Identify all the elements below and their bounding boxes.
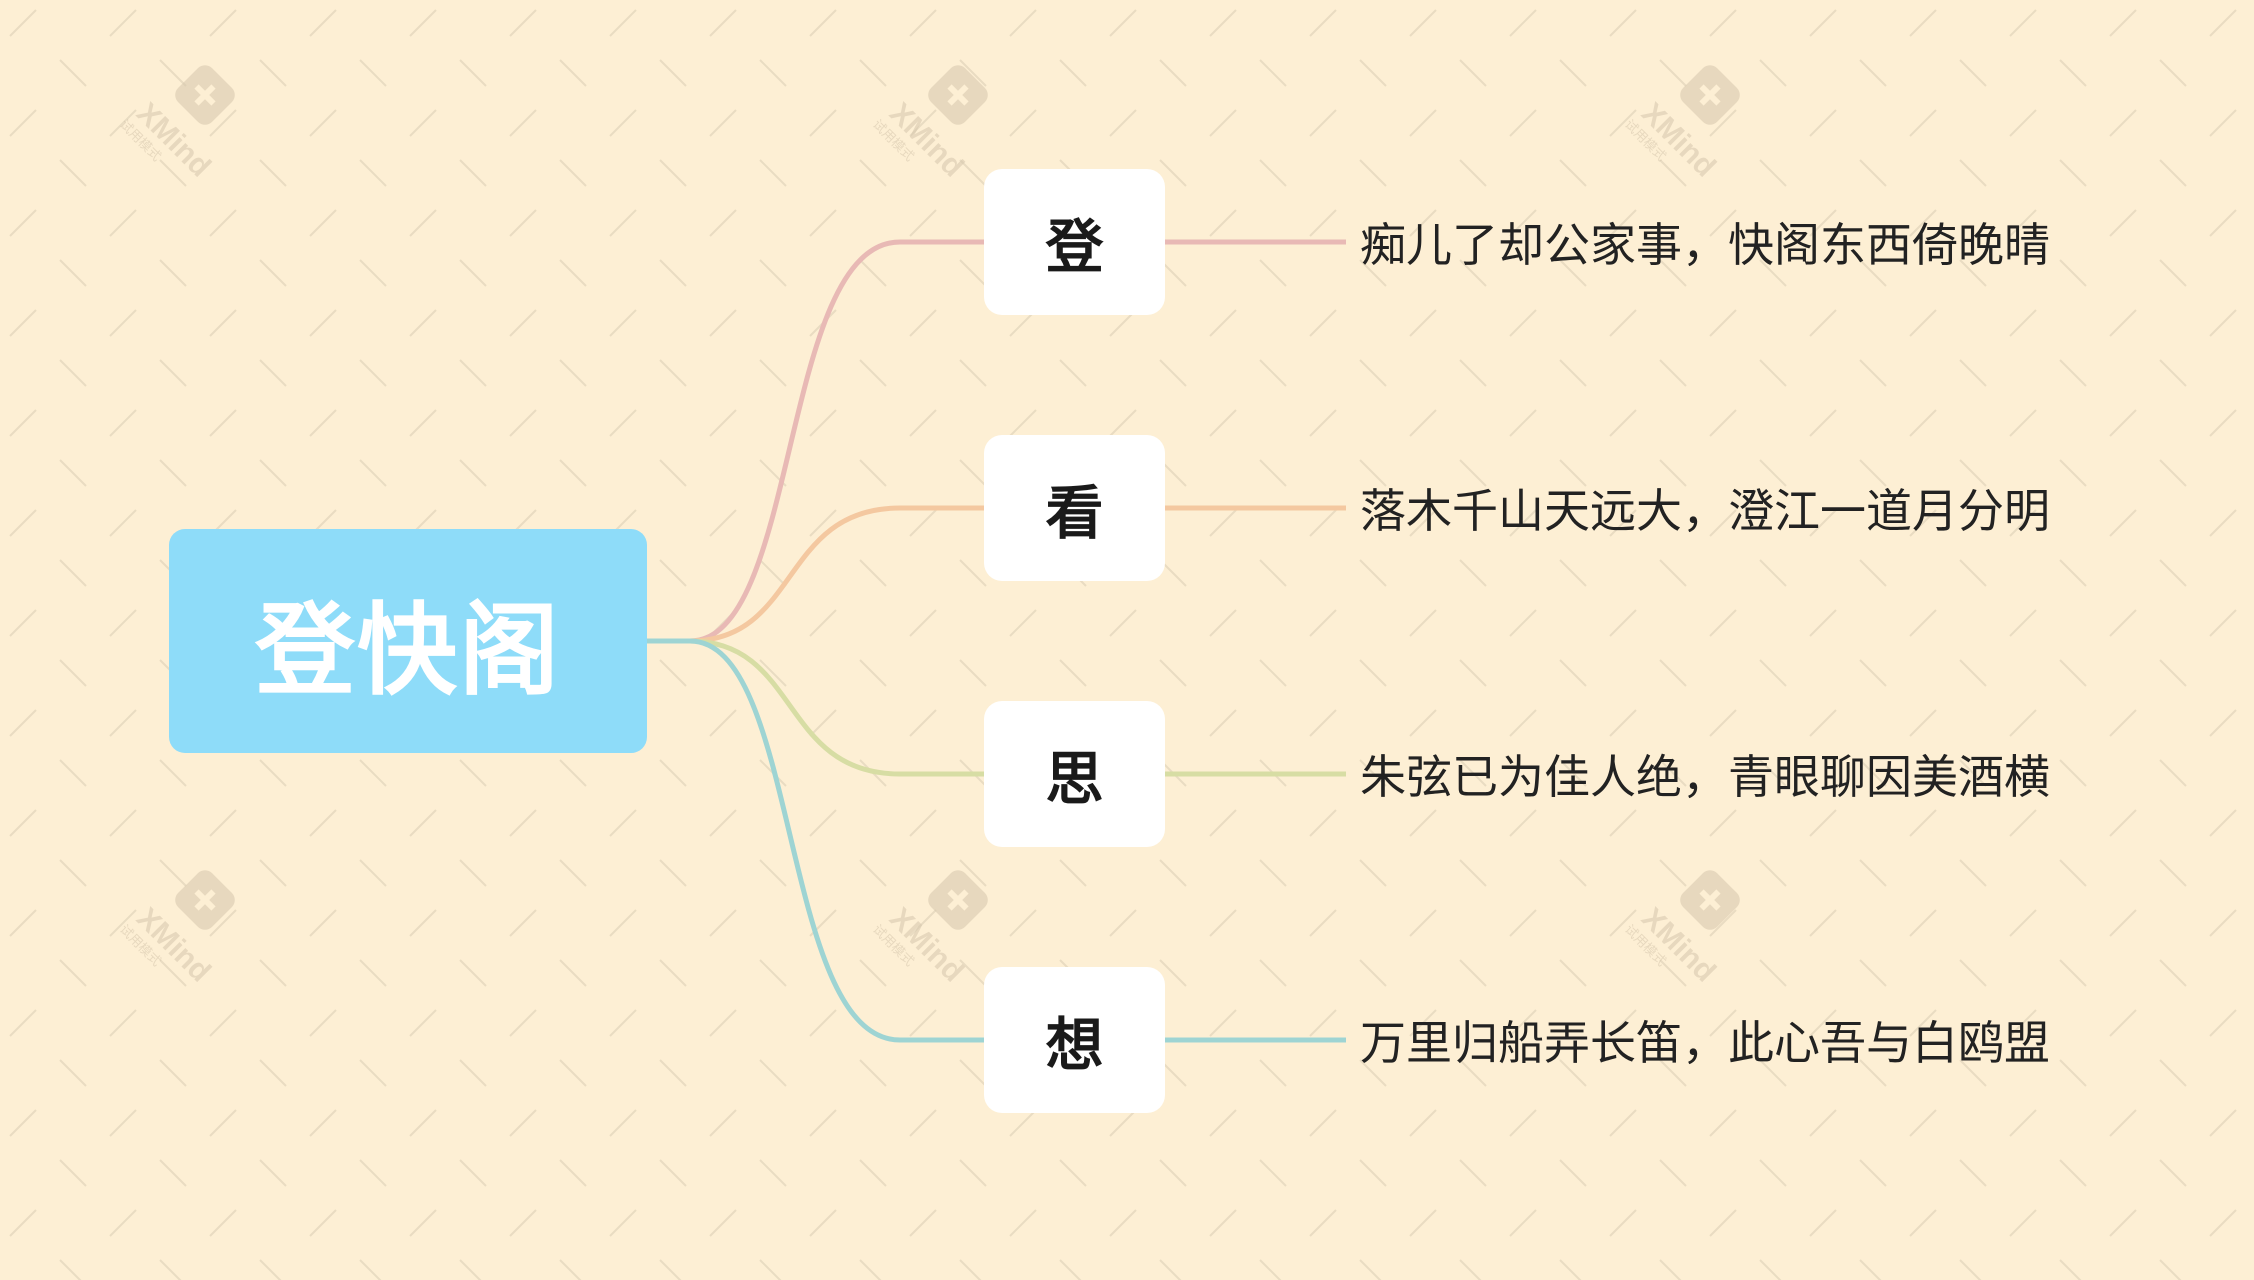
leaf-topic-xiang[interactable]: 万里归船弄长笛，此心吾与白鸥盟 [1360, 1016, 2050, 1070]
xmind-logo-icon [175, 65, 235, 125]
branch-topic-si[interactable]: 思 [984, 701, 1165, 847]
branch-connector-xiang [689, 638, 984, 1043]
leaf-topic-si[interactable]: 朱弦已为佳人绝，青眼聊因美酒横 [1360, 750, 2050, 804]
branch-topic-xiang[interactable]: 想 [984, 967, 1165, 1113]
xmind-logo-icon [1680, 65, 1740, 125]
branch-connector-deng [689, 239, 984, 644]
branch-topic-label: 想 [1045, 1011, 1104, 1079]
branch-topic-label: 登 [1045, 213, 1104, 281]
branch-topic-kan[interactable]: 看 [984, 435, 1165, 581]
branch-connector-kan [689, 505, 984, 644]
xmind-logo-icon [928, 870, 988, 930]
branch-topic-label: 看 [1045, 479, 1104, 547]
leaf-topic-deng[interactable]: 痴儿了却公家事，快阁东西倚晚晴 [1360, 218, 2050, 272]
xmind-logo-icon [175, 870, 235, 930]
branch-connector-si [689, 638, 984, 777]
leaf-topic-kan[interactable]: 落木千山天远大，澄江一道月分明 [1360, 484, 2050, 538]
root-topic-label: 登快阁 [255, 591, 561, 709]
xmind-logo-icon [1680, 870, 1740, 930]
xmind-logo-icon [928, 65, 988, 125]
branch-topic-label: 思 [1045, 745, 1104, 813]
branch-topic-deng[interactable]: 登 [984, 169, 1165, 315]
root-topic[interactable]: 登快阁 [169, 529, 647, 753]
